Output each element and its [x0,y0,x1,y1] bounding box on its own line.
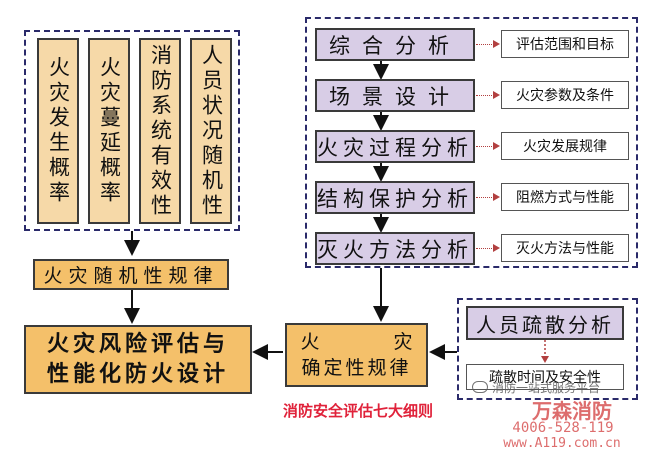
factor-label: 火灾蔓延概率 [97,56,122,206]
step-comprehensive-analysis: 综合分析 [315,28,475,61]
risk-assessment-line2: 性能化防火设计 [46,361,229,387]
step-note-arrow [493,40,500,48]
url-watermark: www.A119.com.cn [503,436,621,451]
step-label: 综合分析 [329,33,461,58]
note-label: 疏散时间及安全性 [489,370,601,386]
step-fire-process-analysis: 火灾过程分析 [315,130,475,163]
step-extinguishing-method: 灭火方法分析 [315,232,475,265]
note-evacuation-safety: 疏散时间及安全性 [466,364,624,390]
risk-assessment-box: 火灾风险评估与 性能化防火设计 [24,325,252,394]
step-note-connector [476,95,494,96]
risk-assessment-line1: 火灾风险评估与 [46,331,229,357]
step-note-connector [476,248,494,249]
factor-fire-occurrence: 火灾发生概率 [37,38,79,224]
phone-watermark: 4006-528-119 [512,420,614,436]
step-structure-protection: 结构保护分析 [315,181,475,214]
fire-randomness-label: 火灾随机性规律 [43,265,219,287]
brand-watermark: 万森消防 [532,399,612,423]
step-note-arrow [493,91,500,99]
step-scenario-design: 场景设计 [315,79,475,112]
diagram-caption: 消防安全评估七大细则 [282,402,433,420]
wechat-watermark: 消防一站式服务平台 [472,377,632,397]
fire-factors-group [24,30,240,231]
note-label: 火灾发展规律 [523,139,607,155]
factor-label: 火灾发生概率 [46,56,71,206]
note-label: 阻燃方式与性能 [516,190,614,206]
step-label: 结构保护分析 [317,186,473,211]
deterministic-char-b: 灾 [393,331,413,353]
note-label: 火灾参数及条件 [516,88,614,104]
note-extinguishing-performance: 灭火方法与性能 [501,234,629,262]
step-evacuation-analysis: 人员疏散分析 [466,306,624,340]
wechat-icon [472,381,488,393]
note-fire-development: 火灾发展规律 [501,132,629,160]
step-note-arrow [493,142,500,150]
step-note-arrow [493,193,500,201]
note-fire-parameters: 火灾参数及条件 [501,81,629,109]
factor-personnel-randomness: 人员状况随机性 [190,38,232,224]
deterministic-line1: 火 灾 [301,329,413,355]
step-label: 场景设计 [329,84,461,109]
evacuation-group [457,298,638,400]
note-label: 评估范围和目标 [516,37,614,53]
deterministic-char-a: 火 [300,331,320,353]
step-note-connector [476,146,494,147]
step-label: 火灾过程分析 [317,135,473,160]
deterministic-box: 火 灾 确定性规律 [285,323,428,387]
step-note-connector [476,197,494,198]
step-note-arrow [493,244,500,252]
analysis-steps-group [305,17,638,268]
deterministic-line2: 确定性规律 [301,357,412,379]
step-note-connector [476,44,494,45]
factor-system-effectiveness: 消防系统有效性 [139,38,181,224]
note-retardant-method: 阻燃方式与性能 [501,183,629,211]
step-label: 灭火方法分析 [317,237,473,262]
fire-randomness-box: 火灾随机性规律 [33,259,229,290]
factor-fire-spread: 火灾蔓延概率 [88,38,130,224]
factor-label: 人员状况随机性 [199,43,224,219]
note-scope-goal: 评估范围和目标 [501,30,629,58]
note-label: 灭火方法与性能 [516,241,614,257]
factor-label: 消防系统有效性 [148,43,173,219]
step-label: 人员疏散分析 [476,312,614,337]
wechat-watermark-text: 消防一站式服务平台 [492,380,601,395]
